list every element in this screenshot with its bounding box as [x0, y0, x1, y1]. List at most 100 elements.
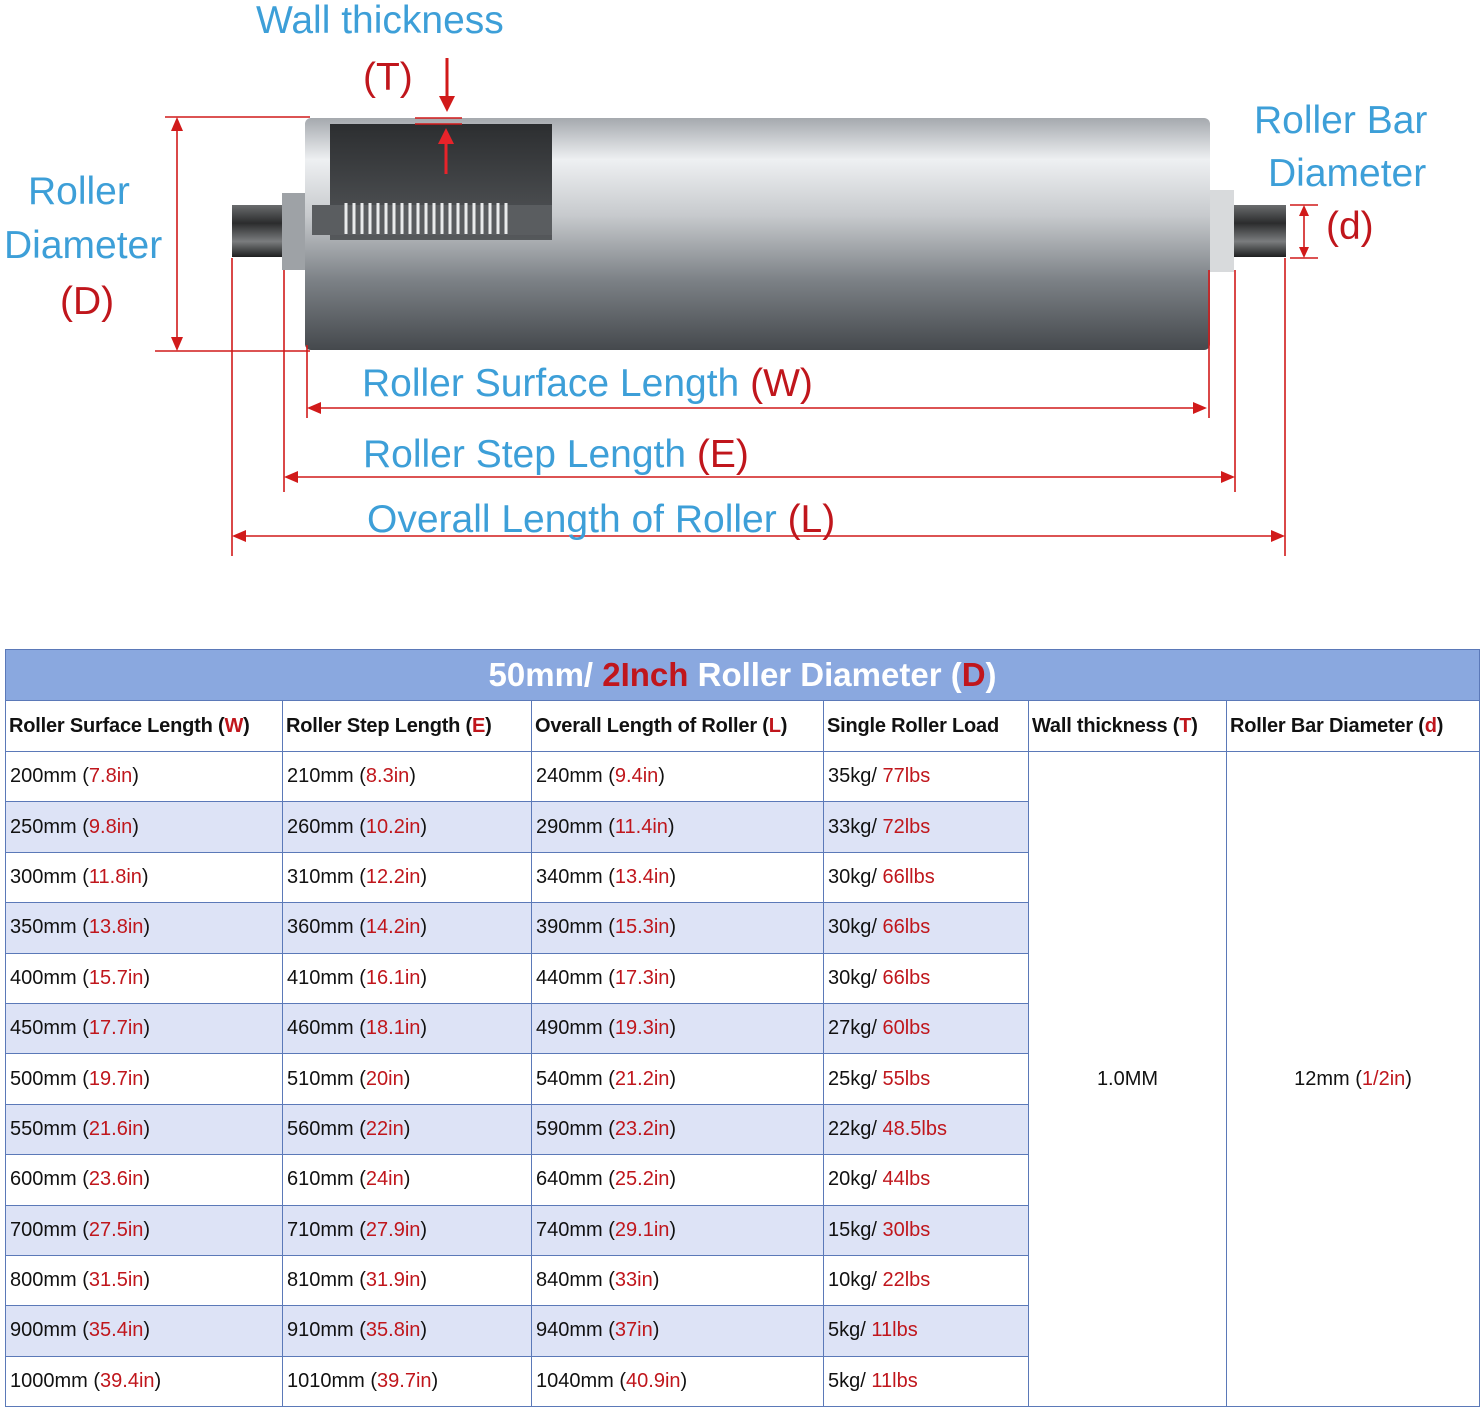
- step-length-inch: 31.9in: [365, 1269, 421, 1292]
- overall-length-inch: 17.3in: [614, 966, 670, 989]
- load-inch: 11lbs: [871, 1319, 918, 1342]
- surface-length-inch: 15.7in: [88, 966, 144, 989]
- step-length-mm: 710mm (: [287, 1218, 366, 1241]
- step-length-close: ): [403, 1168, 411, 1191]
- table-row: 1000mm (39.4in)1010mm (39.7in)1040mm (40…: [5, 1355, 1480, 1408]
- bar-diameter-symbol: (d): [1326, 205, 1374, 248]
- overall-length-mm: 540mm (: [536, 1067, 615, 1090]
- load-cell: 30kg/ 66llbs: [823, 851, 1029, 904]
- overall-length-mm: 740mm (: [536, 1218, 615, 1241]
- title-part3: Roller Diameter (: [688, 656, 962, 693]
- overall-length-close: ): [669, 1067, 677, 1090]
- step-length-mm: 460mm (: [287, 1017, 366, 1040]
- step-length-inch: 39.7in: [377, 1369, 432, 1392]
- load-mm: 30kg/: [828, 966, 883, 989]
- surface-length-mm: 300mm (: [10, 865, 89, 888]
- load-inch: 30lbs: [882, 1218, 931, 1241]
- surface-length-mm: 500mm (: [10, 1067, 89, 1090]
- header-text: Overall Length of Roller (: [535, 714, 769, 737]
- load-cell: 5kg/ 11lbs: [823, 1355, 1029, 1408]
- load-mm: 30kg/: [828, 916, 883, 939]
- step-length-cell: 810mm (31.9in): [282, 1254, 532, 1307]
- surface-length-inch: 7.8in: [88, 765, 133, 788]
- load-mm: 33kg/: [828, 815, 883, 838]
- step-length-cell: 510mm (20in): [282, 1053, 532, 1105]
- overall-length-close: ): [658, 765, 665, 788]
- load-inch: 66llbs: [882, 865, 935, 888]
- load-cell: 30kg/ 66lbs: [823, 952, 1029, 1004]
- header-text: Roller Surface Length (: [9, 714, 225, 737]
- header-text: Single Roller Load: [827, 714, 999, 737]
- wall-thickness-label: Wall thickness: [256, 0, 504, 42]
- load-inch: 72lbs: [882, 815, 931, 838]
- roller-diagram: [155, 58, 1318, 556]
- surface-length-inch: 31.5in: [88, 1269, 144, 1292]
- surface-length-close: ): [143, 1017, 151, 1040]
- step-length-close: ): [420, 1319, 428, 1342]
- step-length-symbol: (E): [696, 433, 749, 476]
- overall-length-inch: 13.4in: [614, 865, 670, 888]
- overall-length-close: ): [669, 1218, 677, 1241]
- step-length-inch: 18.1in: [365, 1017, 421, 1040]
- surface-length-cell: 500mm (19.7in): [5, 1053, 283, 1105]
- overall-length-cell: 840mm (33in): [531, 1254, 824, 1307]
- load-cell: 5kg/ 11lbs: [823, 1305, 1029, 1357]
- table-row: 200mm (7.8in)210mm (8.3in)240mm (9.4in)3…: [5, 750, 1481, 1408]
- spec-table: 50mm/ 2Inch Roller Diameter (D) Roller S…: [4, 649, 1481, 1408]
- step-length-mm: 560mm (: [287, 1117, 366, 1140]
- surface-length-cell: 450mm (17.7in): [5, 1002, 283, 1055]
- surface-length-mm: 450mm (: [10, 1017, 89, 1040]
- table-row: 350mm (13.8in)360mm (14.2in)390mm (15.3i…: [5, 902, 1480, 954]
- overall-length-cell: 1040mm (40.9in): [531, 1355, 824, 1408]
- surface-length-close: ): [141, 865, 149, 888]
- load-mm: 5kg/: [828, 1369, 872, 1392]
- step-length-mm: 610mm (: [287, 1168, 366, 1191]
- load-cell: 33kg/ 72lbs: [823, 801, 1029, 853]
- right-bearing-step: [1208, 190, 1234, 272]
- overall-length-mm: 840mm (: [536, 1269, 615, 1292]
- surface-length-inch: 17.7in: [88, 1017, 144, 1040]
- overall-length-inch: 19.3in: [614, 1017, 670, 1040]
- surface-length-mm: 700mm (: [10, 1218, 89, 1241]
- bar-diameter-inch: 1/2in: [1361, 1067, 1406, 1090]
- surface-length-cell: 800mm (31.5in): [5, 1254, 283, 1307]
- load-mm: 5kg/: [828, 1319, 872, 1342]
- overall-length-cell: 240mm (9.4in): [531, 750, 824, 803]
- step-length-cell: 410mm (16.1in): [282, 952, 532, 1004]
- step-length-inch: 10.2in: [365, 815, 421, 838]
- surface-length-inch: 39.4in: [100, 1369, 155, 1392]
- load-mm: 27kg/: [828, 1017, 883, 1040]
- table-row: 700mm (27.5in)710mm (27.9in)740mm (29.1i…: [5, 1204, 1480, 1256]
- load-cell: 22kg/ 48.5lbs: [823, 1103, 1029, 1156]
- header-symbol: W: [224, 714, 244, 737]
- roller-diameter-label-2: Diameter: [4, 224, 163, 267]
- header-text: Roller Bar Diameter (: [1230, 714, 1425, 737]
- surface-length-close: ): [154, 1369, 162, 1392]
- step-length-mm: 260mm (: [287, 815, 366, 838]
- step-length-close: ): [420, 1269, 428, 1292]
- load-cell: 27kg/ 60lbs: [823, 1002, 1029, 1055]
- surface-length-close: ): [143, 1168, 151, 1191]
- step-length-close: ): [420, 865, 428, 888]
- title-part4: D: [961, 656, 986, 693]
- header-surface-length: Roller Surface Length (W): [5, 700, 283, 752]
- overall-length-close: ): [669, 966, 677, 989]
- table-row: 500mm (19.7in)510mm (20in)540mm (21.2in)…: [5, 1053, 1480, 1105]
- table-row: 800mm (31.5in)810mm (31.9in)840mm (33in)…: [5, 1254, 1480, 1307]
- roller-diameter-label-1: Roller: [28, 170, 130, 213]
- surface-length-mm: 900mm (: [10, 1319, 89, 1342]
- overall-length-close: ): [652, 1319, 660, 1342]
- surface-length-inch: 27.5in: [88, 1218, 144, 1241]
- table-row: 450mm (17.7in)460mm (18.1in)490mm (19.3i…: [5, 1002, 1480, 1055]
- step-length-mm: 410mm (: [287, 966, 366, 989]
- roller-diameter-symbol: (D): [60, 280, 115, 323]
- bar-diameter-mm: 12mm (: [1294, 1067, 1362, 1090]
- overall-length-inch: 25.2in: [614, 1168, 670, 1191]
- overall-length-cell: 440mm (17.3in): [531, 952, 824, 1004]
- step-length-inch: 16.1in: [365, 966, 421, 989]
- header-single-roller-load: Single Roller Load: [823, 700, 1029, 752]
- cutaway-shaft: [312, 205, 552, 235]
- table-row: 400mm (15.7in)410mm (16.1in)440mm (17.3i…: [5, 952, 1480, 1004]
- overall-length-mm: 290mm (: [536, 815, 615, 838]
- overall-length-inch: 9.4in: [614, 765, 659, 788]
